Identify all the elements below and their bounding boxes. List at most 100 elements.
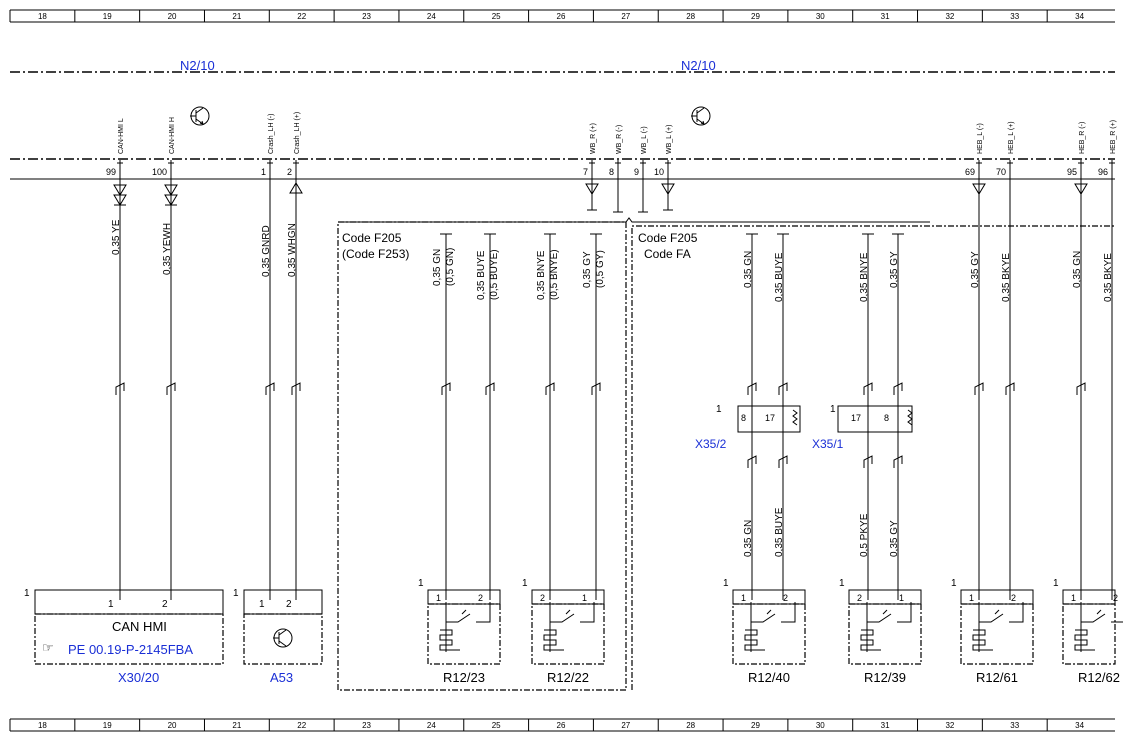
wire-label: 0,35 BUYE [774, 252, 785, 302]
box-number: 1 [1053, 578, 1059, 589]
grid-cell-30: 30 [816, 721, 825, 730]
pin-label: WB_L (+) [666, 125, 673, 155]
grid-cell-31: 31 [881, 12, 890, 21]
component-label: R12/23 [443, 670, 485, 685]
wire-label: 0,35 YEWH [162, 223, 173, 275]
x35-1-pin-one: 1 [830, 404, 836, 415]
pin-number: 10 [654, 167, 664, 177]
grid-cell-22: 22 [297, 12, 306, 21]
grid-cell-23: 23 [362, 12, 371, 21]
pin-label: WB_R (+) [590, 123, 597, 154]
wire-label: 0,35 WHGN [287, 223, 298, 277]
svg-text:1: 1 [24, 588, 30, 599]
grid-cell-34: 34 [1075, 12, 1084, 21]
grid-cell-26: 26 [557, 12, 566, 21]
grid-cell-26: 26 [557, 721, 566, 730]
pin-number: 100 [152, 167, 167, 177]
box-pin: 2 [540, 593, 545, 603]
grid-cell-33: 33 [1010, 721, 1019, 730]
wire-label: 0,35 BNYE [859, 252, 870, 302]
x35-2-pin-a: 8 [741, 413, 746, 423]
x35-1-pin-a: 17 [851, 413, 861, 423]
switch-icon [543, 602, 595, 652]
wire-label: 0,35 GNRD [261, 225, 272, 277]
component-a53: 1 1 2 A53 [233, 588, 323, 685]
x30-20-pin-2: 1 [108, 599, 114, 610]
grid-cell-18: 18 [38, 12, 47, 21]
wire-label: 0,35 BUYE [774, 507, 785, 557]
grid-cell-27: 27 [621, 721, 630, 730]
code-group-right [631, 225, 1115, 690]
pin-label: Crash_LH (+) [294, 112, 301, 154]
pin-label: CAN-HMI H [169, 117, 176, 154]
code-group-brace [338, 217, 930, 223]
component-label: R12/40 [748, 670, 790, 685]
box-pin: 2 [1011, 593, 1016, 603]
pin-label: Crash_LH (-) [268, 114, 275, 154]
pin-number: 96 [1098, 167, 1108, 177]
pin-label: WB_R (-) [616, 125, 623, 154]
pin-label: HEB_L (-) [977, 123, 984, 154]
can-hmi-label: CAN HMI [112, 619, 167, 634]
code-left-1: Code F205 [342, 231, 402, 245]
grid-cell-29: 29 [751, 12, 760, 21]
wire-label: (0,5 BNYE) [549, 249, 560, 300]
wire-label: 0,35 YE [111, 219, 122, 255]
x35-2-pin-b: 17 [765, 413, 775, 423]
component-x30-20: 1 1 2 CAN HMI ☞ PE 00.19-P-2145FBA X30/2… [24, 588, 224, 685]
pin-label: CAN-HMI L [118, 118, 125, 154]
pin-number: 99 [106, 167, 116, 177]
box-number: 1 [723, 578, 729, 589]
wires [113, 165, 1113, 600]
switch-icon [972, 602, 1024, 652]
wire-label: (0,5 BUYE) [489, 249, 500, 300]
a53-label: A53 [270, 670, 293, 685]
grid-cell-24: 24 [427, 721, 436, 730]
connector-x35-1 [837, 405, 913, 433]
wire-label: 0,35 GY [889, 520, 900, 557]
transistor-icon [691, 106, 711, 126]
grid-cell-25: 25 [492, 721, 501, 730]
box-pin: 2 [857, 593, 862, 603]
grid-cell-18: 18 [38, 721, 47, 730]
pin-label: HEB_R (-) [1079, 122, 1086, 154]
box-pin: 1 [899, 593, 904, 603]
connector-x35-2 [737, 405, 801, 433]
module-label-right: N2/10 [681, 58, 716, 73]
reference-link: PE 00.19-P-2145FBA [68, 642, 193, 657]
wire-label: 0,35 BKYE [1103, 253, 1114, 302]
module-label-left: N2/10 [180, 58, 215, 73]
grid-cell-19: 19 [103, 721, 112, 730]
pin-number: 69 [965, 167, 975, 177]
wire-label: 0,5 PKYE [859, 513, 870, 557]
reference-icon: ☞ [42, 640, 54, 655]
grid-cell-19: 19 [103, 12, 112, 21]
pin-number: 70 [996, 167, 1006, 177]
wire-labels: 0,35 YE 0,35 YEWH 0,35 GNRD 0,35 WHGN 0,35 G… [111, 219, 1114, 302]
wire-label: 0,35 BKYE [1001, 253, 1012, 302]
wire-label: 0,35 GN [743, 251, 754, 288]
grid-cell-32: 32 [945, 12, 954, 21]
x35-1-pin-b: 8 [884, 413, 889, 423]
code-right-2: Code FA [644, 247, 691, 261]
box-pin: 2 [1113, 593, 1118, 603]
svg-text:1: 1 [233, 588, 239, 599]
grid-cell-29: 29 [751, 721, 760, 730]
component-label: R12/62 [1078, 670, 1120, 685]
wire-label: 0,35 GY [889, 251, 900, 288]
code-right-1: Code F205 [638, 231, 698, 245]
code-left-2: (Code F253) [342, 247, 409, 261]
switch-icon [744, 602, 796, 652]
transistor-icon [190, 106, 210, 126]
box-number: 1 [951, 578, 957, 589]
grid-cell-33: 33 [1010, 12, 1019, 21]
x35-1-label: X35/1 [812, 437, 844, 451]
pin-number: 1 [261, 167, 266, 177]
box-number: 1 [418, 578, 424, 589]
x30-20-pin-1: 2 [162, 599, 168, 610]
